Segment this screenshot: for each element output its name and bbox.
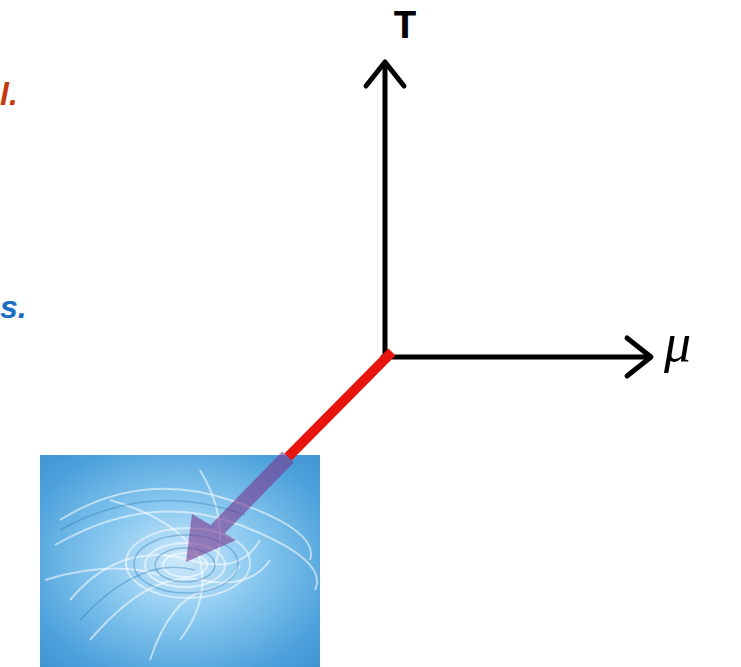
axis-label: μ [664,316,691,370]
mu-axis-head [627,338,651,376]
t-axis [383,64,388,358]
third-axis-line [288,352,392,457]
axis-label: T [393,8,417,48]
third-axis-arrow [186,457,288,562]
t-axis-head [366,62,404,86]
cut-off-note: l. [0,78,18,110]
swirl-lines [45,470,317,660]
axes [366,62,651,376]
water-photo [40,455,320,667]
water-ground [40,455,320,667]
mu-axis [383,355,650,360]
cut-off-note: s. [0,291,27,323]
